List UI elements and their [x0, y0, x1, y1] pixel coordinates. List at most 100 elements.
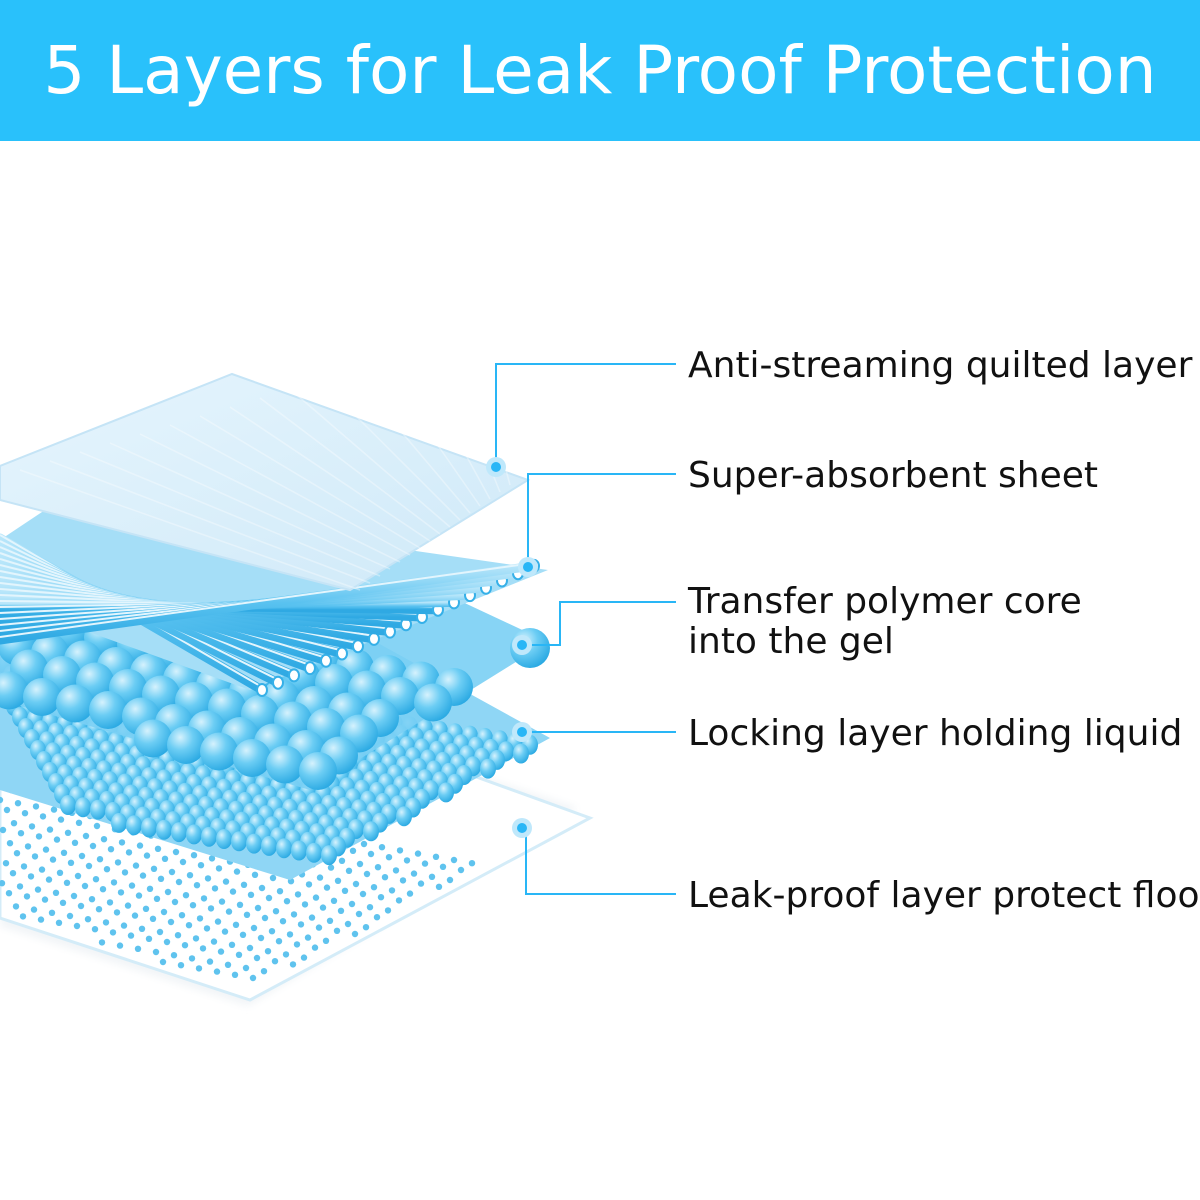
quilt-stitch	[379, 361, 481, 507]
quilt-stitch	[289, 388, 451, 528]
leakproof-dot	[293, 941, 301, 948]
leakproof-dot	[240, 881, 248, 888]
leakproof-dot	[131, 912, 139, 919]
leakproof-dot	[56, 869, 64, 876]
leakproof-dot	[233, 868, 241, 875]
leakproof-dot	[297, 921, 305, 928]
leakproof-dot	[197, 862, 205, 869]
quilt-stitch	[229, 406, 431, 542]
leakproof-dot	[73, 922, 81, 930]
leakproof-dot	[384, 907, 392, 914]
leakproof-dot	[12, 903, 20, 910]
locking-ripple	[396, 806, 412, 827]
leakproof-dot	[271, 958, 279, 965]
leakproof-dot	[338, 857, 346, 864]
leakproof-dot	[64, 829, 72, 836]
locking-ripple	[216, 829, 232, 849]
absorbent-tube-end	[352, 639, 364, 654]
locking-ripple	[126, 815, 142, 836]
label-polymer-core-line2: into the gel	[688, 621, 894, 662]
leakproof-dot	[120, 922, 128, 929]
leakproof-dot	[208, 855, 216, 862]
leakproof-dot	[100, 836, 108, 843]
quilt-stitch	[469, 334, 511, 486]
locking-ripple	[513, 743, 529, 764]
locking-ripple	[246, 833, 262, 854]
leakproof-dot	[319, 904, 327, 911]
leakproof-dot	[195, 965, 203, 972]
leakproof-dot	[96, 856, 104, 863]
callout-dot-absorbent	[523, 562, 533, 572]
leakproof-dot	[344, 920, 352, 928]
absorbent-base	[0, 500, 548, 690]
leakproof-dot	[35, 833, 43, 840]
leakproof-dot	[272, 908, 280, 915]
polymer-sphere	[299, 752, 337, 790]
leakproof-dot	[316, 874, 324, 881]
polymer-sphere	[266, 745, 304, 784]
leakproof-dot	[149, 915, 157, 922]
quilt-stitch	[49, 460, 371, 584]
leakproof-dot	[351, 930, 359, 938]
locking-ripple	[306, 842, 322, 863]
leakproof-dot	[0, 826, 7, 834]
leakproof-dot	[192, 935, 200, 942]
leakproof-dot	[57, 816, 65, 823]
leakproof-dot	[117, 889, 125, 896]
leakproof-dot	[21, 810, 29, 817]
leakproof-dot	[269, 874, 277, 882]
leakproof-dot	[153, 895, 161, 902]
leakproof-dot	[374, 864, 382, 871]
leakproof-dot	[118, 839, 126, 846]
leakproof-dot	[242, 964, 250, 972]
leakproof-dot	[185, 922, 193, 929]
leakproof-dot	[132, 862, 140, 869]
leakproof-dot	[304, 934, 312, 941]
leakproof-dot	[446, 876, 454, 884]
absorbent-tube-highlight	[0, 561, 535, 638]
leakproof-dot	[139, 872, 147, 879]
quilt-stitch	[169, 424, 411, 556]
leakproof-dot	[19, 913, 27, 920]
leakproof-dot	[253, 954, 261, 962]
leakproof-dot	[399, 877, 407, 884]
leakproof-dot	[367, 850, 375, 858]
leakproof-dot	[228, 941, 236, 948]
leakproof-dot	[181, 942, 189, 949]
leakproof-dot	[28, 823, 36, 830]
leakproof-dot	[392, 867, 400, 874]
leakproof-dot	[200, 895, 208, 902]
leakproof-dot	[39, 813, 47, 820]
leakproof-dot	[258, 884, 266, 892]
leakproof-dot	[60, 849, 68, 856]
leakproof-dot	[341, 887, 349, 894]
leakproof-dot	[172, 848, 180, 856]
leakproof-dot	[107, 846, 115, 853]
leakproof-dot	[396, 847, 404, 854]
absorbent-tube-end	[272, 675, 284, 690]
callout-line-polymer	[522, 601, 676, 646]
leakproof-dot	[362, 924, 370, 931]
quilted-sheet	[0, 372, 531, 592]
leakproof-dot	[265, 894, 273, 902]
leakproof-dot	[121, 869, 129, 876]
header-banner: 5 Layers for Leak Proof Protection	[0, 0, 1200, 141]
leakproof-dot	[432, 853, 440, 860]
leakproof-dot	[45, 876, 53, 883]
leakproof-dot	[160, 908, 168, 916]
leakproof-dot	[128, 882, 136, 889]
leakproof-dot	[135, 892, 143, 899]
leakproof-dot	[85, 862, 93, 870]
leakproof-dot	[178, 912, 186, 919]
leakproof-dot	[326, 917, 334, 924]
quilt-stitch	[349, 370, 471, 514]
leakproof-dot	[84, 916, 92, 923]
leakproof-dot	[17, 830, 25, 837]
leakproof-dot	[199, 945, 207, 952]
polymer-sphere	[0, 671, 28, 710]
leakproof-dot	[352, 880, 360, 888]
label-locking-layer: Locking layer holding liquid	[688, 713, 1183, 754]
leakproof-dot	[311, 944, 319, 951]
leakproof-dot	[106, 899, 114, 906]
